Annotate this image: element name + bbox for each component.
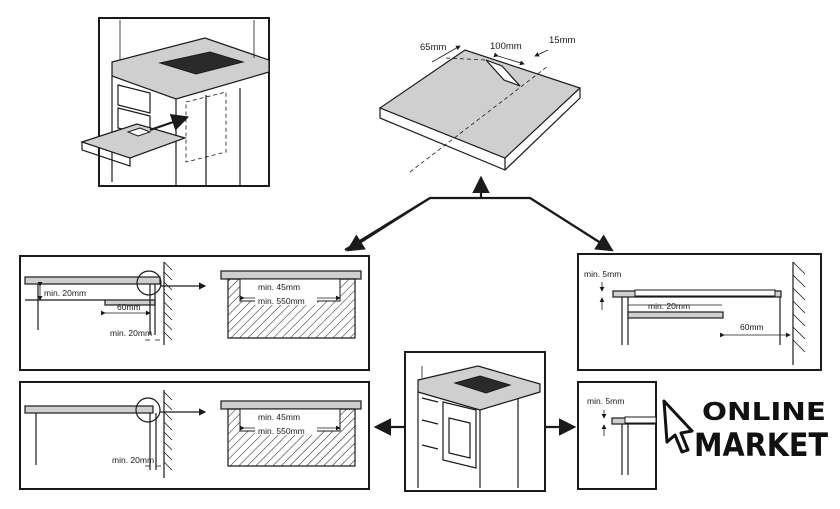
- label-min-20mm-vertical: min. 20mm: [44, 288, 86, 298]
- branch-arrows: [344, 175, 614, 436]
- label-min-5mm-bottom: min. 5mm: [587, 396, 624, 406]
- kitchen-install-illustration: [80, 17, 270, 187]
- label-min-20mm-side: min. 20mm: [110, 328, 152, 338]
- online-market-logo: ONLINE MARKET: [662, 397, 828, 464]
- logo-line-1: ONLINE: [702, 397, 826, 426]
- cutout-label-100mm: 100mm: [490, 41, 522, 52]
- panel-mid-left: min. 20mm 60mm min. 20mm min. 45mm min. …: [19, 255, 370, 371]
- label-min-20mm: min. 20mm: [648, 301, 690, 311]
- label-60mm: 60mm: [117, 302, 141, 312]
- label-min-20mm-bottom: min. 20mm: [112, 455, 154, 465]
- panel-bot-left: min. 20mm min. 45mm min. 550mm: [19, 381, 370, 490]
- detail-label-min-550mm: min. 550mm: [258, 296, 305, 306]
- label-60mm-right: 60mm: [740, 322, 764, 332]
- logo-line-2: MARKET: [694, 426, 828, 464]
- cutout-label-15mm: 15mm: [549, 35, 575, 46]
- label-min-5mm: min. 5mm: [584, 269, 621, 279]
- worktop-cutout-illustration: 65mm 100mm 15mm: [378, 35, 582, 173]
- cutout-label-65mm: 65mm: [420, 42, 446, 53]
- cursor-icon: [662, 399, 694, 454]
- panel-bot-right: min. 5mm: [577, 381, 657, 490]
- oven-kitchen-illustration: [404, 351, 546, 492]
- panel-mid-right: min. 5mm min. 20mm 60mm: [577, 253, 822, 371]
- detail-label-min-45mm: min. 45mm: [258, 282, 300, 292]
- detail-label-min-550mm-bottom: min. 550mm: [258, 426, 305, 436]
- detail-label-min-45mm-bottom: min. 45mm: [258, 412, 300, 422]
